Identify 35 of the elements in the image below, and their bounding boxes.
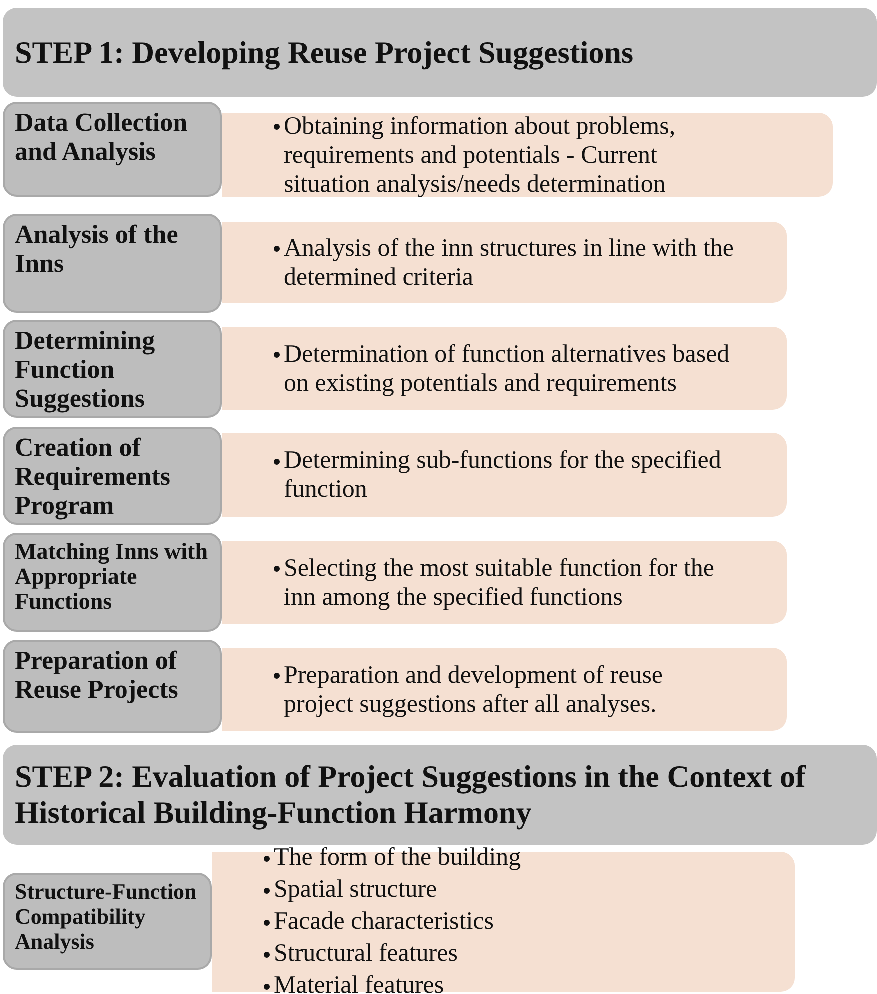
description-box	[222, 433, 787, 517]
stage-label: Creation of Requirements Program	[15, 433, 172, 520]
description-box	[222, 222, 787, 303]
bullet-text: Analysis of the inn structures in line with the determined criteria	[284, 234, 734, 292]
bullet-text: Determining sub-functions for the specified function	[284, 446, 722, 504]
bullet-text: Structural features	[274, 939, 458, 969]
step-heading: STEP 2: Evaluation of Project Suggestions in the Context of Historical Building-Function Harmony	[15, 759, 808, 831]
bullet-text: Determination of function alternatives based on existing potentials and requirements	[284, 340, 731, 398]
step-header-box	[3, 8, 877, 97]
stage-label-box	[3, 102, 222, 197]
step-header-box	[3, 745, 877, 845]
stage-label: Analysis of the Inns	[15, 220, 180, 278]
stage-label-box	[3, 427, 222, 525]
bullet-text: Material features	[274, 971, 444, 994]
bullet-text: Preparation and development of reuse project suggestions after all analyses.	[284, 660, 664, 718]
stage-label-box	[3, 320, 222, 418]
description-box	[222, 327, 787, 410]
stage-label: Data Collection and Analysis	[15, 108, 189, 166]
bullet-text: The form of the building	[274, 843, 522, 873]
description-box	[222, 648, 787, 731]
stage-label-box	[3, 640, 222, 733]
stage-label-box	[3, 873, 212, 970]
stage-label: Structure-Function Compatibility Analysis	[15, 879, 198, 954]
bullet-text: Selecting the most suitable function for the inn among the specified functions	[284, 554, 716, 612]
bullet-text: Facade characteristics	[274, 907, 494, 937]
step-heading: STEP 1: Developing Reuse Project Suggestions	[15, 34, 634, 70]
description-box	[222, 113, 833, 197]
stage-label-box	[3, 533, 222, 632]
bullet-text: Obtaining information about problems, requirements and potentials - Current situation analysis/needs determination	[284, 112, 677, 198]
stage-label: Determining Function Suggestions	[15, 326, 156, 413]
bullet-text: Spatial structure	[274, 875, 438, 905]
stage-label: Matching Inns with Appropriate Functions	[15, 539, 209, 614]
stage-label-box	[3, 214, 222, 313]
description-box	[222, 541, 787, 624]
stage-label: Preparation of Reuse Projects	[15, 646, 180, 704]
